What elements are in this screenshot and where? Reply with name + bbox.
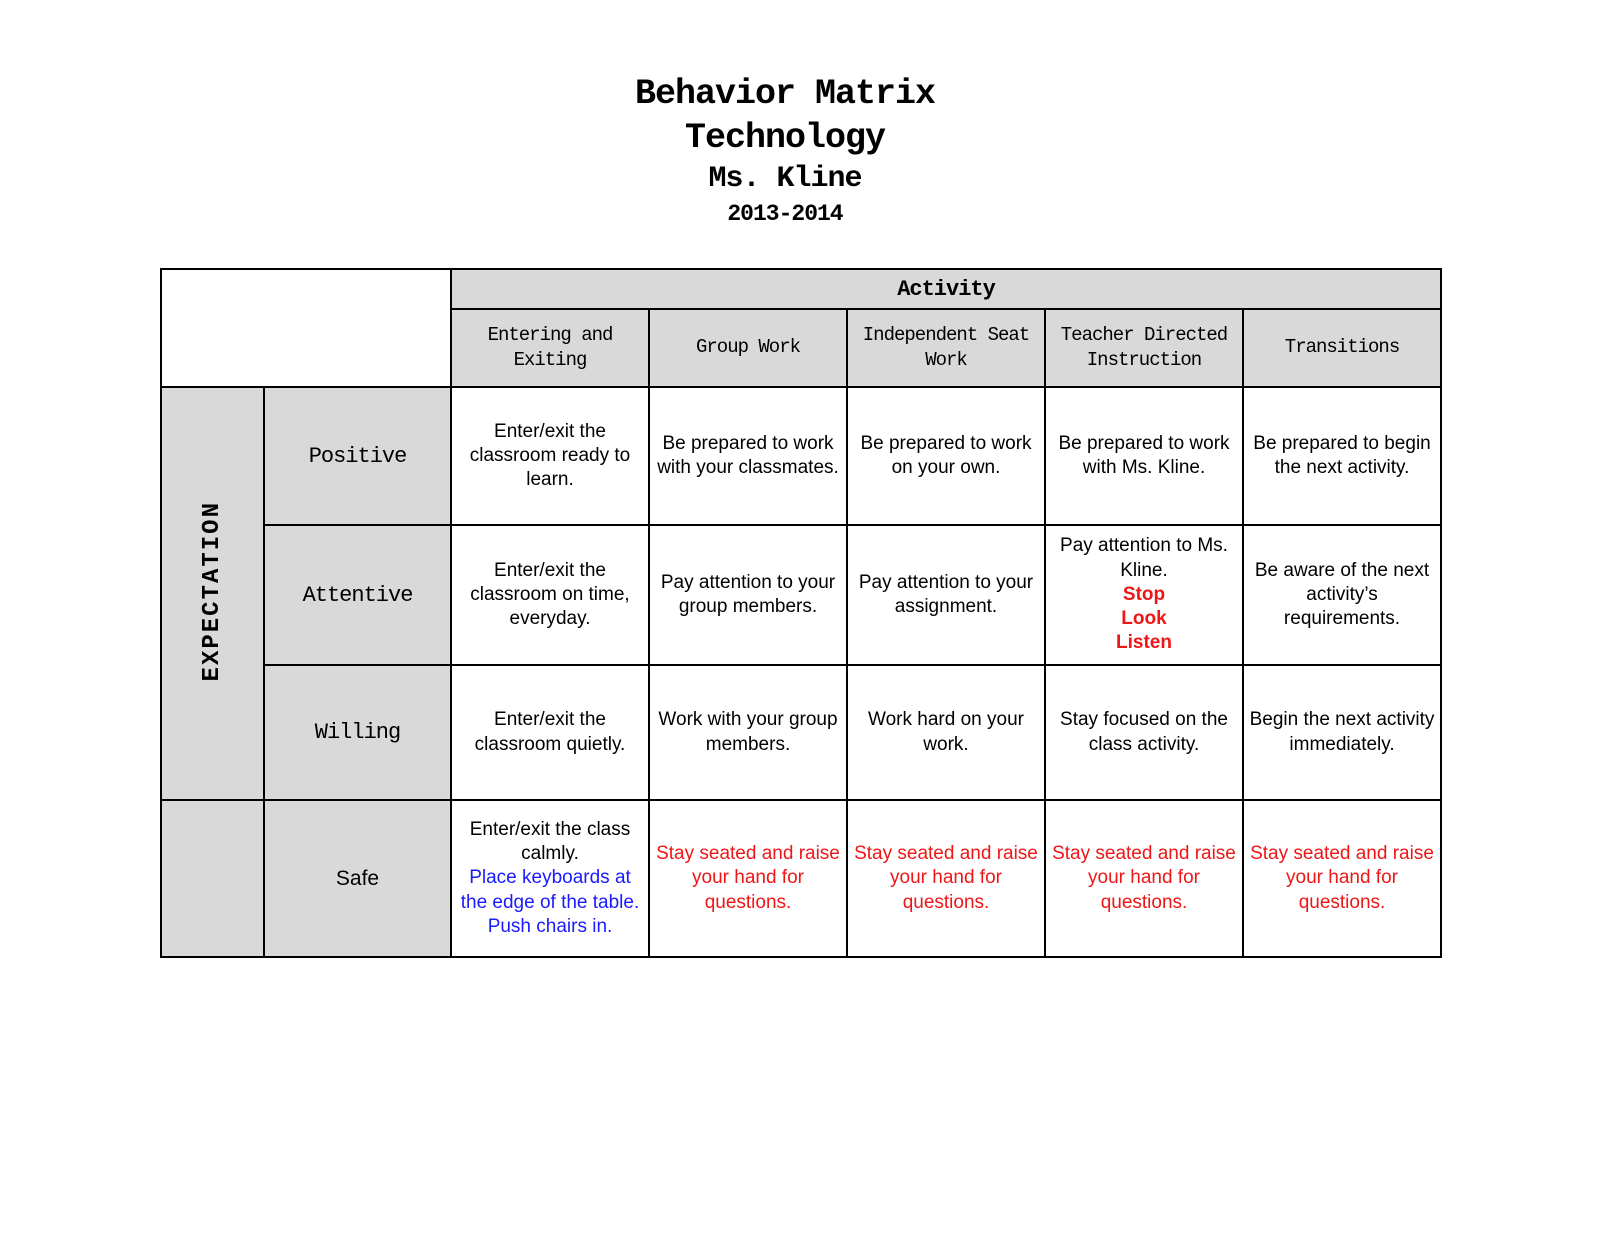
matrix-cell: Stay seated and raise your hand for ques…	[648, 799, 848, 958]
title-block: Behavior Matrix Technology Ms. Kline 201…	[0, 72, 1570, 230]
matrix-cell: Be prepared to work on your own.	[846, 386, 1046, 526]
matrix-cell: Be prepared to work with your classmates…	[648, 386, 848, 526]
matrix-cell: Work with your group members.	[648, 664, 848, 801]
column-header-teacher-directed-instruction: Teacher Directed Instruction	[1044, 308, 1244, 388]
row-label-willing: Willing	[263, 664, 452, 801]
matrix-cell: Stay seated and raise your hand for ques…	[846, 799, 1046, 958]
matrix-cell: Be prepared to work with Ms. Kline.	[1044, 386, 1244, 526]
expectation-axis-spacer	[160, 799, 265, 958]
teacher-name: Ms. Kline	[708, 162, 862, 197]
matrix-cell: Stay seated and raise your hand for ques…	[1241, 799, 1443, 958]
matrix-cell: Enter/exit the classroom quietly.	[450, 664, 650, 801]
expectation-axis-label: EXPECTATION	[160, 386, 265, 801]
matrix-cell: Be prepared to begin the next activity.	[1241, 386, 1443, 526]
matrix-cell: Enter/exit the classroom on time, everyd…	[450, 524, 650, 666]
header-spacer	[160, 268, 452, 388]
matrix-cell: Be aware of the next activity’s requirem…	[1241, 524, 1443, 666]
column-header-group-work: Group Work	[648, 308, 848, 388]
matrix-cell: Stay focused on the class activity.	[1044, 664, 1244, 801]
column-header-independent-seat-work: Independent Seat Work	[846, 308, 1046, 388]
school-year: 2013-2014	[727, 201, 843, 228]
document-subtitle: Technology	[684, 118, 886, 159]
row-label-positive: Positive	[263, 386, 452, 526]
activity-header: Activity	[449, 268, 1443, 310]
row-label-safe: Safe	[263, 799, 452, 958]
column-header-transitions: Transitions	[1241, 308, 1443, 388]
matrix-cell: Enter/exit the classroom ready to learn.	[450, 386, 650, 526]
matrix-cell: Begin the next activity immediately.	[1241, 664, 1443, 801]
matrix-cell: Pay attention to your assignment.	[846, 524, 1046, 666]
row-label-attentive: Attentive	[263, 524, 452, 666]
matrix-cell: Stay seated and raise your hand for ques…	[1044, 799, 1244, 958]
matrix-cell: Work hard on your work.	[846, 664, 1046, 801]
matrix-cell: Enter/exit the class calmly.Place keyboa…	[450, 799, 650, 958]
behavior-matrix-table: Activity Entering and Exiting Group Work…	[160, 268, 1443, 958]
column-header-entering-exiting: Entering and Exiting	[450, 308, 650, 388]
document-title: Behavior Matrix	[634, 74, 936, 114]
matrix-cell: Pay attention to your group members.	[648, 524, 848, 666]
expectation-vertical-text: EXPECTATION	[199, 500, 226, 682]
